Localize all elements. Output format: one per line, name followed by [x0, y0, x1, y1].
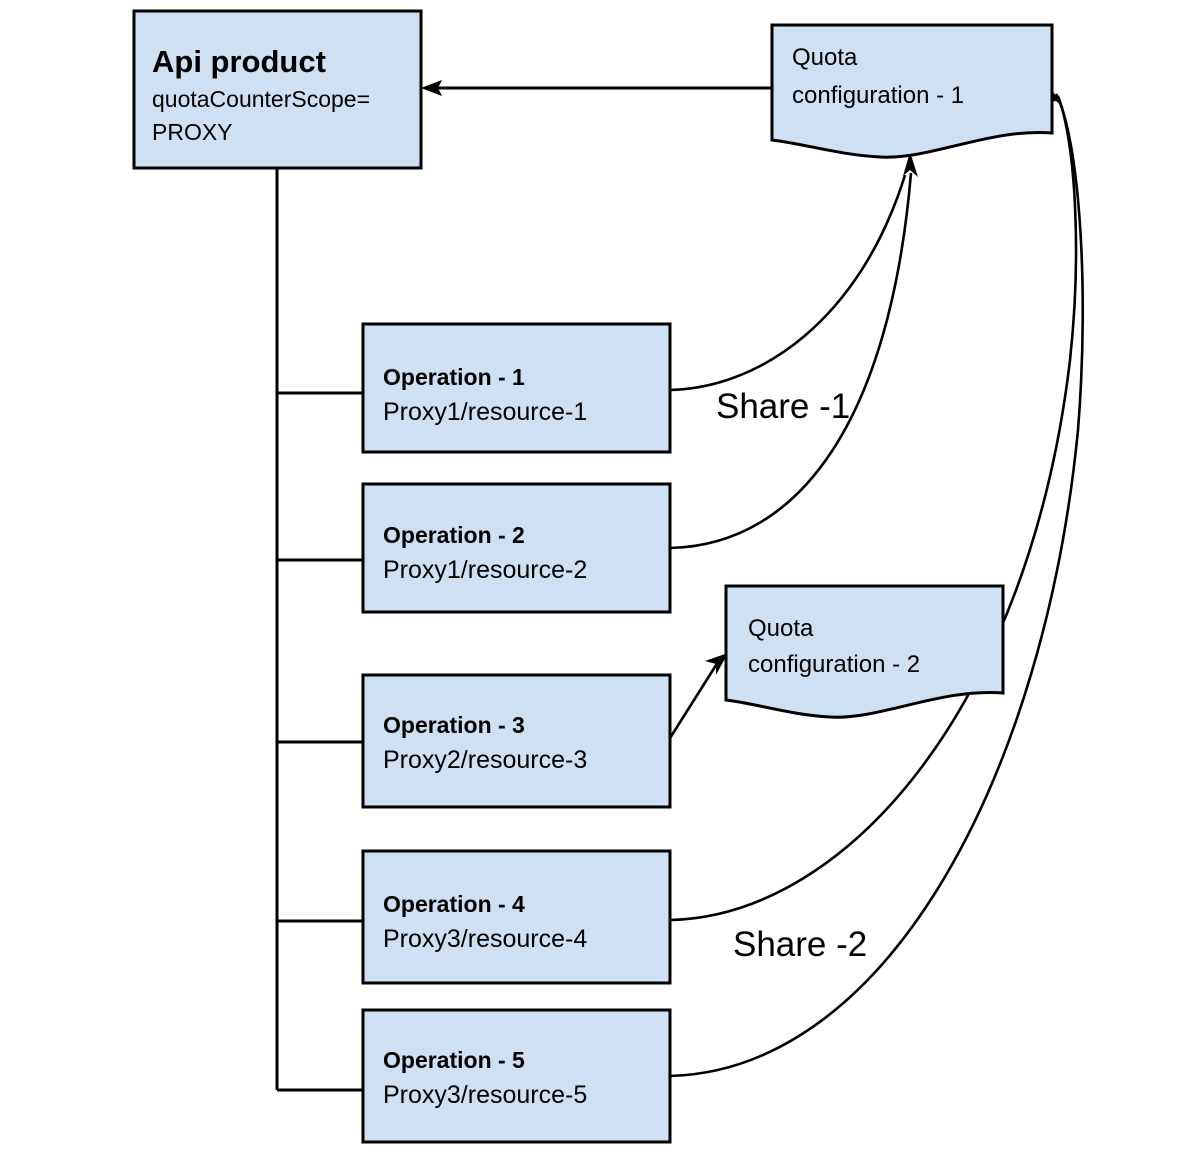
quota-configuration-2-shape[interactable] [724, 584, 1005, 719]
operation-3-to-quota2-arrowhead [705, 653, 728, 675]
operation-2-path: Proxy1/resource-2 [383, 556, 587, 584]
api-product-title: Api product [152, 44, 326, 79]
quota-configuration-1-shape[interactable] [770, 23, 1054, 159]
node-operation-4[interactable]: Operation - 4 Proxy3/resource-4 [361, 849, 672, 985]
trunk-connector-group [275, 168, 363, 1092]
operation-3-to-quota2-line [663, 661, 720, 747]
operation-3-box[interactable] [361, 673, 672, 809]
node-api-product[interactable]: Api product quotaCounterScope= PROXY [132, 9, 423, 170]
edge-operation-3-to-quota-2 [663, 653, 728, 747]
node-operation-1[interactable]: Operation - 1 Proxy1/resource-1 [361, 322, 672, 454]
edge-quota1-to-api-product [421, 80, 772, 96]
operation-5-path: Proxy3/resource-5 [383, 1081, 587, 1109]
node-operation-3[interactable]: Operation - 3 Proxy2/resource-3 [361, 673, 672, 809]
quota-configuration-1-line-2: configuration - 1 [792, 82, 964, 109]
api-product-box[interactable] [132, 9, 423, 170]
node-quota-configuration-2[interactable]: Quota configuration - 2 [724, 584, 1005, 719]
operation-5-box[interactable] [361, 1008, 672, 1144]
quota1-to-api-arrowhead [421, 80, 442, 96]
edge-label-share-1: Share -1 [716, 387, 850, 426]
quota-configuration-2-line-2: configuration - 2 [748, 651, 920, 678]
operation-2-box[interactable] [361, 482, 672, 614]
operation-3-path: Proxy2/resource-3 [383, 746, 587, 774]
api-product-attribute-line-2: PROXY [152, 119, 233, 145]
node-quota-configuration-1[interactable]: Quota configuration - 1 [770, 23, 1054, 159]
operation-5-title: Operation - 5 [383, 1047, 525, 1073]
node-operation-5[interactable]: Operation - 5 Proxy3/resource-5 [361, 1008, 672, 1144]
operation-4-box[interactable] [361, 849, 672, 985]
quota-configuration-1-line-1: Quota [792, 44, 858, 71]
edge-share-2-group [669, 87, 1085, 1078]
operation-4-path: Proxy3/resource-4 [383, 925, 587, 953]
operation-2-to-quota1-curve [669, 172, 913, 550]
edge-share-1-group [669, 152, 918, 550]
operation-2-title: Operation - 2 [383, 522, 525, 548]
operation-4-to-quota1-curve [669, 95, 1078, 922]
operation-4-title: Operation - 4 [383, 891, 525, 917]
node-operation-2[interactable]: Operation - 2 Proxy1/resource-2 [361, 482, 672, 614]
edge-label-share-2: Share -2 [733, 925, 867, 964]
operation-1-to-quota1-curve [669, 174, 907, 392]
share-1-arrowhead [903, 152, 918, 177]
operation-1-path: Proxy1/resource-1 [383, 398, 587, 426]
operation-1-box[interactable] [361, 322, 672, 454]
operation-1-title: Operation - 1 [383, 364, 525, 390]
quota-configuration-2-line-1: Quota [748, 615, 814, 642]
api-product-attribute-line-1: quotaCounterScope= [152, 86, 370, 112]
operation-5-to-quota1-curve [669, 93, 1085, 1078]
operation-3-title: Operation - 3 [383, 712, 525, 738]
